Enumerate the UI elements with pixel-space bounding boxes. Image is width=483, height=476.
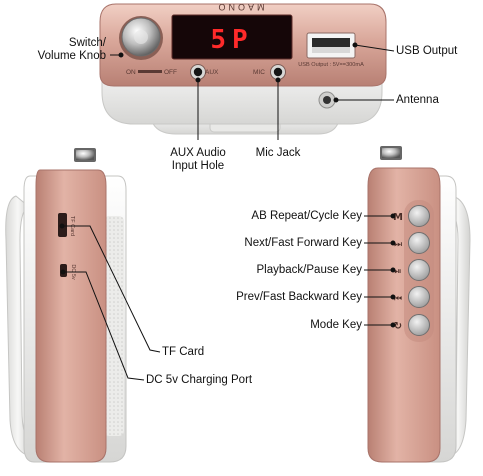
top-view-device: MAONO 5P USB Output : 5V==300mA ON OFF A…	[99, 2, 387, 135]
prev-icon: ⏮	[394, 294, 402, 304]
ab-repeat-icon: M	[393, 212, 403, 223]
callout-aux-line1: AUX Audio	[170, 147, 226, 159]
left-side-device: TF Card DC 5v	[5, 148, 127, 463]
ab-repeat-key[interactable]	[408, 205, 430, 227]
playback-key[interactable]	[408, 259, 430, 281]
aux-port-label: AUX	[205, 69, 219, 76]
callout-next: Next/Fast Forward Key	[244, 237, 362, 249]
callout-ab-repeat: AB Repeat/Cycle Key	[251, 210, 362, 222]
callout-antenna: Antenna	[396, 94, 439, 106]
usb-spec-text: USB Output : 5V==300mA	[298, 62, 364, 68]
playback-icon: ⏯	[394, 267, 401, 277]
led-display	[171, 14, 293, 60]
next-key[interactable]	[408, 232, 430, 254]
display-readout: 5P	[210, 25, 253, 55]
mode-key[interactable]	[408, 314, 430, 336]
callout-playback: Playback/Pause Key	[256, 264, 362, 276]
callout-dc-charging: DC 5v Charging Port	[146, 374, 253, 386]
on-label: ON	[126, 69, 136, 76]
prev-key[interactable]	[408, 286, 430, 308]
callout-mic-jack: Mic Jack	[255, 147, 301, 159]
callout-switch-volume-line2: Volume Knob	[37, 50, 106, 62]
volume-knob[interactable]	[119, 16, 163, 60]
callout-switch-volume: Switch/ Volume Knob	[6, 37, 106, 63]
callout-aux-line2: Input Hole	[171, 160, 225, 172]
callout-usb-output: USB Output	[396, 45, 458, 57]
mic-jack	[270, 64, 286, 80]
mode-icon: ↻	[394, 321, 402, 332]
usb-port	[306, 32, 356, 59]
callout-lines	[59, 42, 396, 381]
callout-mode: Mode Key	[310, 319, 362, 331]
callout-tf-card: TF Card	[162, 346, 205, 358]
next-icon: ⏭	[394, 240, 402, 250]
off-label: OFF	[164, 69, 177, 76]
callout-aux: AUX Audio Input Hole	[158, 147, 238, 173]
aux-jack	[190, 64, 206, 80]
callout-prev: Prev/Fast Backward Key	[236, 291, 362, 303]
callout-switch-volume-line1: Switch/	[68, 37, 106, 49]
brand-text: MAONO	[215, 2, 264, 12]
mic-port-label: MIC	[253, 69, 265, 76]
antenna-port	[318, 91, 336, 109]
